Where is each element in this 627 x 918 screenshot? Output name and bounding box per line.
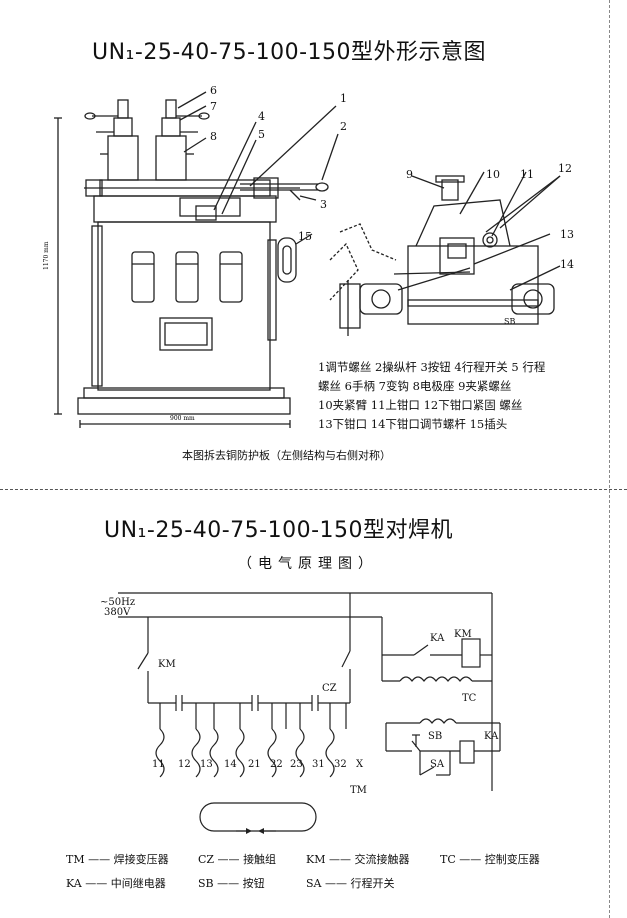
sb-label: SB: [428, 731, 442, 742]
legend-desc: 按钮: [242, 877, 265, 890]
tm-coil-7: [325, 728, 335, 778]
ka-coil: [459, 740, 475, 764]
tm-label: TM: [350, 785, 367, 796]
legend-cz: CZ —— 接触组: [198, 853, 277, 866]
callout-11: 11: [520, 168, 534, 181]
legend-desc: 控制变压器: [484, 853, 540, 866]
legend-tm: TM —— 焊接变压器: [66, 853, 169, 866]
legend-desc: 接触组: [243, 853, 277, 866]
legend-desc: 中间继电器: [110, 877, 166, 890]
tc-coil-top: [399, 676, 473, 682]
callout-4: 4: [258, 110, 265, 123]
parts-legend-line: 10夹紧臂 11上钳口 12下钳口紧固 螺丝: [318, 398, 523, 412]
tm-coil-2: [191, 728, 201, 778]
tm-coil-5: [267, 728, 277, 778]
terminal-label: 31: [312, 759, 325, 770]
callout-5: 5: [258, 128, 265, 141]
terminal-label: 32: [334, 759, 347, 770]
callout-7: 7: [210, 100, 217, 113]
legend-code: CZ: [198, 853, 215, 866]
electrical-schematic: ~50Hz 380V KM KA KM TC CZ SB KA SA TM X …: [100, 592, 501, 834]
legend-code: SB: [198, 877, 214, 890]
terminal-label: 11: [152, 759, 165, 770]
legend-km: KM —— 交流接触器: [306, 853, 410, 866]
callout-10: 10: [486, 168, 500, 181]
callout-9: 9: [406, 168, 413, 181]
callout-6: 6: [210, 84, 217, 97]
outline-caption: 本图拆去铜防护板（左侧结构与右侧对称）: [182, 449, 391, 462]
callout-14: 14: [560, 258, 574, 271]
tc-coil-bottom: [419, 718, 457, 724]
tm-coil-1: [155, 728, 165, 778]
side-body: [407, 245, 539, 307]
callout-3: 3: [320, 198, 327, 211]
machine-body: [97, 221, 271, 391]
cz-label: CZ: [322, 683, 337, 694]
legend-code: TM: [66, 853, 85, 866]
legend-code: SA: [306, 877, 322, 890]
ka-top-label: KA: [430, 633, 445, 644]
callout-13: 13: [560, 228, 574, 241]
callout-2: 2: [340, 120, 347, 133]
side-sb-label: SB: [504, 317, 515, 326]
electrical-subtitle: （电气原理图）: [238, 556, 378, 572]
terminal-label: 14: [224, 759, 237, 770]
parts-legend: 1调节螺丝 2操纵杆 3按钮 4行程开关 5 行程 螺丝 6手柄 7变钩 8电极…: [318, 358, 545, 434]
legend-code: KA: [66, 877, 82, 890]
x-label: X: [356, 759, 364, 770]
legend-code: TC: [440, 853, 456, 866]
legend-sa: SA —— 行程开关: [306, 877, 395, 890]
tm-coil-4: [235, 728, 245, 778]
supply-freq-label: ~50Hz: [100, 597, 135, 608]
legend-ka: KA —— 中间继电器: [66, 877, 166, 890]
legend-code: KM: [306, 853, 326, 866]
callout-1: 1: [340, 92, 347, 105]
workpiece-loop: [199, 802, 317, 832]
km-coil: [461, 638, 481, 668]
callout-8: 8: [210, 130, 217, 143]
km-top-label: KM: [454, 629, 472, 640]
section-divider: [0, 489, 627, 490]
legend-desc: 交流接触器: [354, 853, 410, 866]
outline-drawing: 1170 mm 900 mm 1 2 3 4 5 6 7 8 9 10 11 1…: [43, 84, 574, 428]
legend-desc: 焊接变压器: [113, 853, 169, 866]
machine-base: [77, 397, 291, 415]
terminal-label: 13: [200, 759, 213, 770]
supply-voltage-label: 380V: [104, 607, 131, 618]
legend-sb: SB —— 按钮: [198, 877, 265, 890]
km-left-label: KM: [158, 659, 176, 670]
terminal-label: 12: [178, 759, 191, 770]
width-dimension: 900 mm: [170, 415, 195, 422]
legend-desc: 行程开关: [350, 877, 395, 890]
tc-label: TC: [462, 693, 477, 704]
parts-legend-line: 1调节螺丝 2操纵杆 3按钮 4行程开关 5 行程: [318, 360, 546, 374]
electrical-title: UN₁-25-40-75-100-150型对焊机: [104, 518, 454, 543]
height-dimension: 1170 mm: [43, 241, 50, 270]
callout-12: 12: [558, 162, 572, 175]
sa-label: SA: [430, 759, 445, 770]
terminal-label: 21: [248, 759, 261, 770]
terminal-label: 23: [290, 759, 303, 770]
callout-15: 15: [298, 230, 312, 243]
tm-coil-3: [209, 728, 219, 778]
tm-coil-6: [295, 728, 305, 778]
parts-legend-line: 13下钳口 14下钳口调节螺杆 15插头: [318, 417, 508, 431]
outline-title: UN₁-25-40-75-100-150型外形示意图: [92, 40, 487, 65]
parts-legend-line: 螺丝 6手柄 7变钩 8电极座 9夹紧螺丝: [318, 379, 512, 393]
page-edge-line: [609, 0, 610, 918]
legend-tc: TC —— 控制变压器: [440, 853, 540, 866]
ka-right-label: KA: [484, 731, 499, 742]
terminal-label: 22: [270, 759, 283, 770]
